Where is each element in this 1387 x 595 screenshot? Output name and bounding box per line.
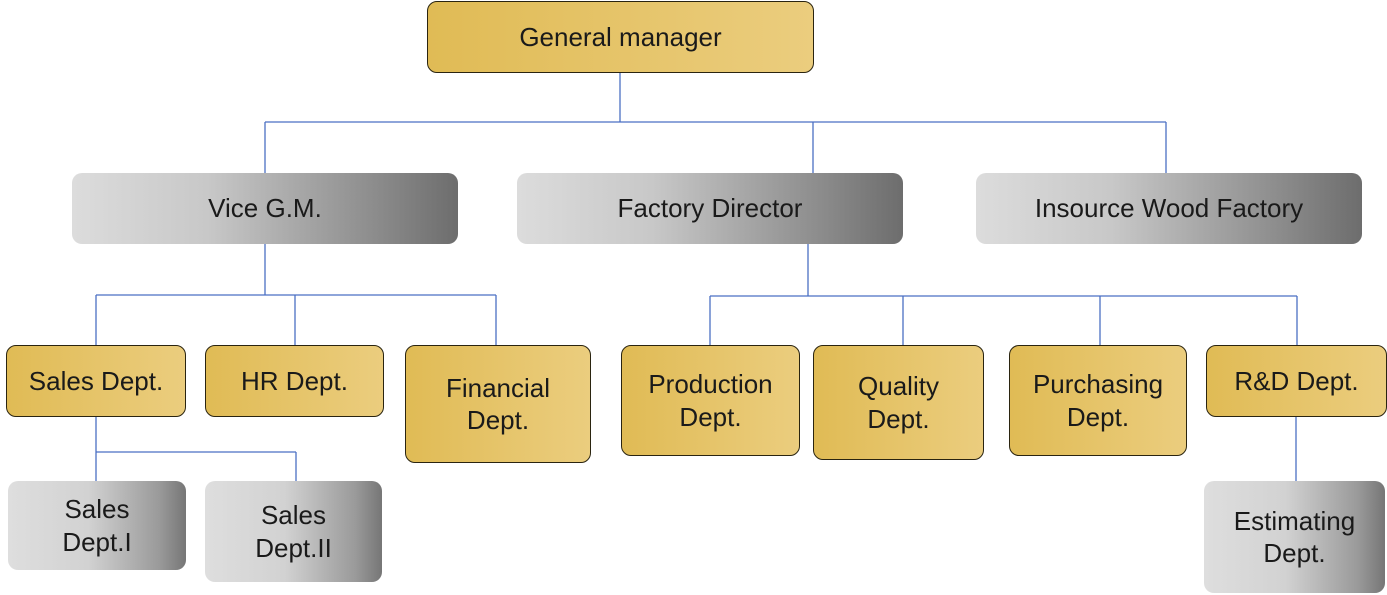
node-quality-dept-label: Quality Dept. [858,371,939,434]
node-rd-dept-label: R&D Dept. [1234,365,1359,396]
node-financial-dept: Financial Dept. [405,345,591,463]
node-production-dept-label: Production Dept. [648,369,773,432]
node-vice-gm-label: Vice G.M. [208,193,322,224]
node-quality-dept: Quality Dept. [813,345,984,460]
node-financial-dept-label: Financial Dept. [445,372,551,436]
node-sales-dept-label: Sales Dept. [28,365,164,396]
node-sales-dept-1-label: Sales Dept.I [62,494,132,557]
node-sales-dept-1: Sales Dept.I [8,481,186,570]
node-estimating-dept: Estimating Dept. [1204,481,1385,593]
node-factory-director-label: Factory Director [617,193,803,224]
node-purchasing-dept: Purchasing Dept. [1009,345,1187,456]
node-sales-dept-2-label: Sales Dept.II [255,500,332,563]
node-factory-director: Factory Director [517,173,903,244]
node-sales-dept: Sales Dept. [6,345,186,417]
node-insource-wood-factory: Insource Wood Factory [976,173,1362,244]
node-sales-dept-2: Sales Dept.II [205,481,382,582]
node-general-manager-label: General manager [519,21,722,52]
node-rd-dept: R&D Dept. [1206,345,1387,417]
node-insource-wood-factory-label: Insource Wood Factory [1034,193,1304,224]
node-production-dept: Production Dept. [621,345,800,456]
node-vice-gm: Vice G.M. [72,173,458,244]
node-hr-dept: HR Dept. [205,345,384,417]
node-estimating-dept-label: Estimating Dept. [1233,505,1356,569]
node-hr-dept-label: HR Dept. [241,365,348,396]
node-purchasing-dept-label: Purchasing Dept. [1032,369,1164,432]
node-general-manager: General manager [427,1,814,73]
